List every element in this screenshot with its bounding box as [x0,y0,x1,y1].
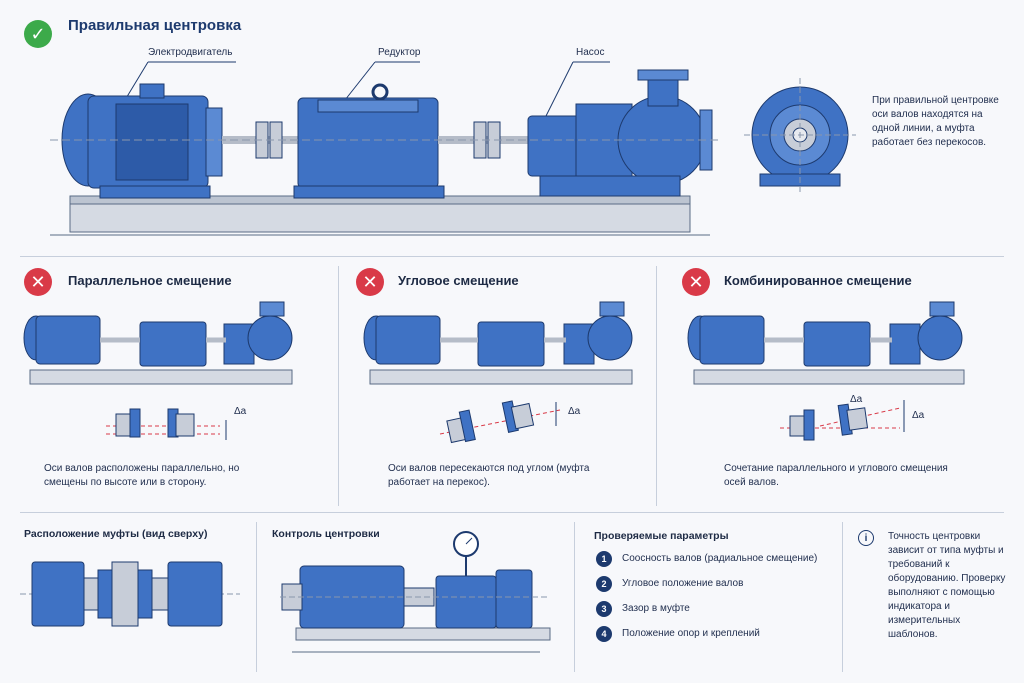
coupling-title: Расположение муфты (вид сверху) [24,528,208,540]
panel-3-text: Сочетание параллельного и углового смеще… [724,463,948,488]
panel-3-delta-2: Δa [912,410,925,421]
param-3-text: Зазор в муфте [622,603,690,614]
label-pump: Насос [576,47,605,58]
label-reducer: Редуктор [378,47,421,58]
label-motor: Электродвигатель [148,47,233,58]
cross-icon: ✕ [24,268,52,296]
check-icon: ✓ [24,20,52,48]
panel-2-delta: Δa [568,406,581,417]
cross-icon: ✕ [682,268,710,296]
note-text: Точность центровки зависит от типа муфты… [888,531,1006,640]
parallel-offset-illustration [23,301,293,440]
coupling-top-view-illustration [20,561,240,627]
param-2-text: Угловое положение валов [622,578,744,589]
param-4-text: Положение опор и креплений [622,628,760,639]
angular-offset-illustration [363,301,633,444]
param-2-number: 2 [596,576,612,592]
param-4-number: 4 [596,626,612,642]
control-title: Контроль центровки [272,528,380,540]
alignment-control-illustration [280,531,551,653]
param-1-number: 1 [596,551,612,567]
params-title: Проверяемые параметры [594,530,729,542]
main-assembly-illustration [50,61,856,236]
info-icon: i [858,530,874,546]
param-3-number: 3 [596,601,612,617]
panel-1-text: Оси валов расположены параллельно, но см… [44,463,240,488]
panel-1-title: Параллельное смещение [68,273,232,288]
top-description: При правильной центровке оси валов наход… [872,95,999,148]
panel-1-delta: Δa [234,406,247,417]
combined-offset-illustration [687,301,965,441]
top-title: Правильная центровка [68,17,242,34]
panel-3-title: Комбинированное смещение [724,273,912,288]
panel-2-text: Оси валов пересекаются под углом (муфта … [388,463,590,488]
param-1-text: Соосность валов (радиальное смещение) [622,553,818,564]
cross-icon: ✕ [356,268,384,296]
panel-2-title: Угловое смещение [398,273,519,288]
panel-3-delta: Δa [850,394,863,405]
